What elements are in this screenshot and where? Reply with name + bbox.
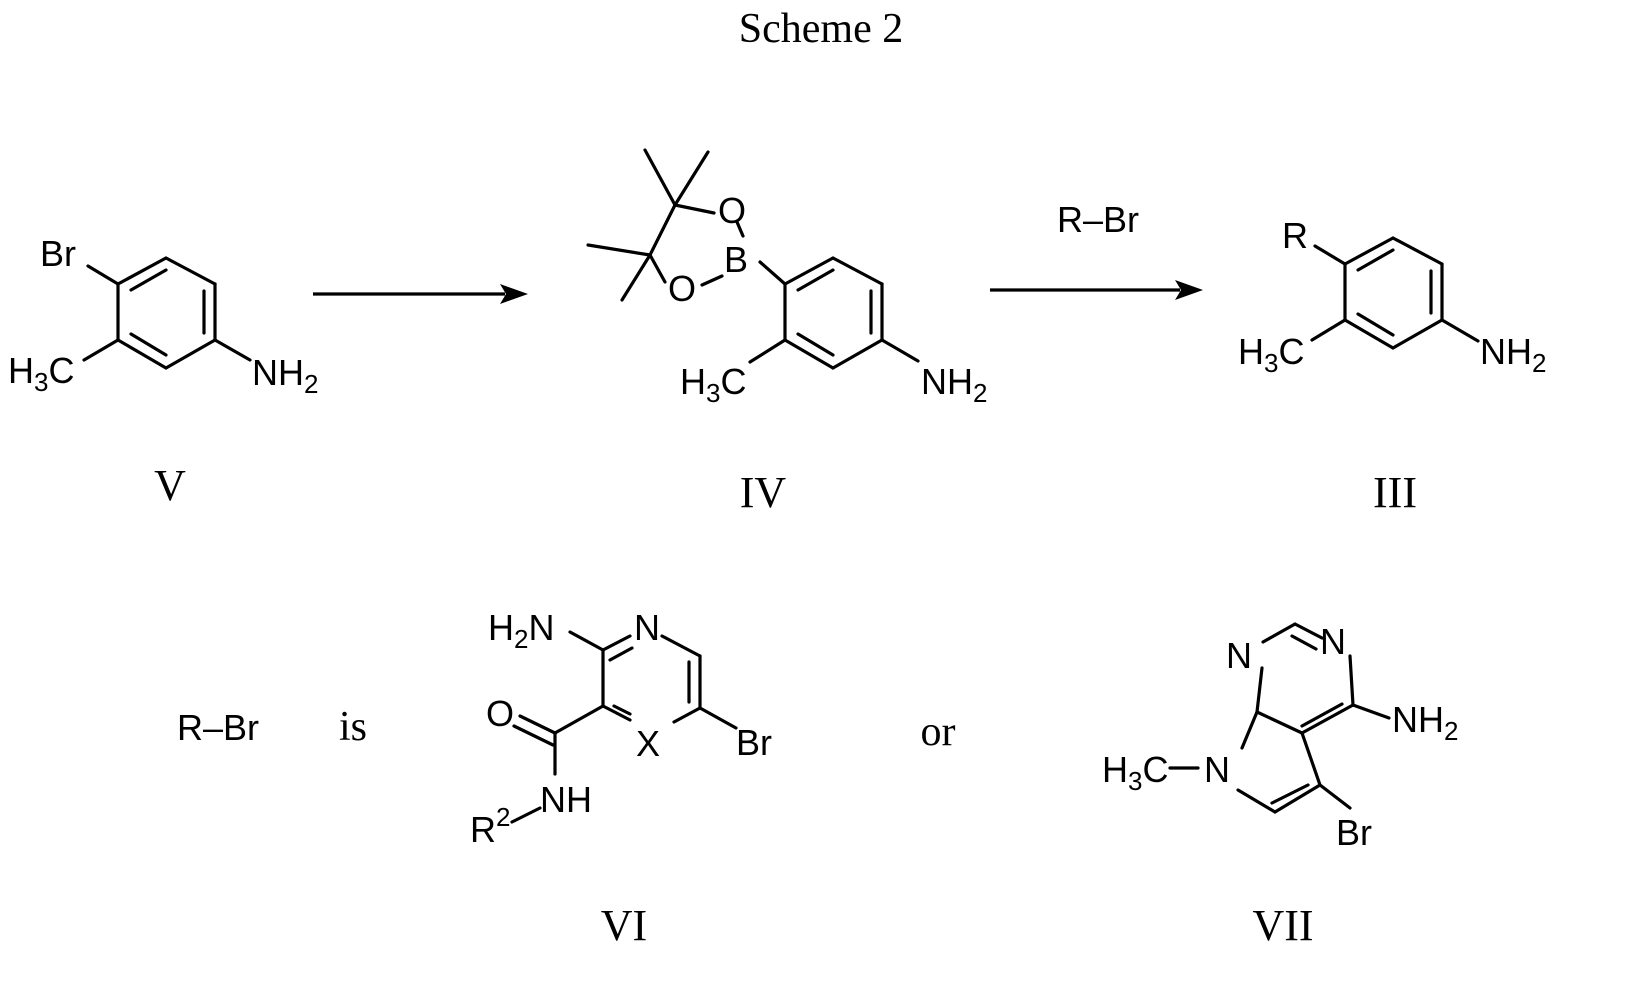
compound-vii: N N N NH2 Br H3C VII	[1102, 621, 1458, 950]
ring-nitrogen: N	[1320, 621, 1346, 662]
methyl-group: H3C	[1238, 331, 1304, 378]
compound-label-vii: VII	[1252, 901, 1313, 950]
definition-is: is	[339, 704, 367, 750]
boron-atom: B	[724, 239, 748, 280]
pyrrole-nitrogen: N	[1204, 749, 1230, 790]
amino-group: NH2	[921, 361, 987, 408]
reaction-arrow-1	[313, 284, 528, 304]
carbonyl-oxygen: O	[486, 693, 514, 734]
compound-iii: R H3C NH2 III	[1238, 215, 1546, 517]
compound-vi: N X H2N Br O NH R2 VI	[470, 607, 772, 950]
ring-nitrogen: N	[634, 607, 660, 648]
reaction-arrow-2: R–Br	[990, 199, 1203, 300]
pyrazine-ring	[603, 636, 700, 722]
compound-iv: O O B H3C NH2 IV	[588, 150, 987, 517]
definition-or: or	[921, 709, 956, 755]
compound-label-v: V	[154, 461, 186, 510]
compound-label-vi: VI	[601, 901, 647, 950]
methyl-group: H3C	[8, 350, 74, 397]
benzene-ring	[118, 258, 215, 368]
bromo-atom: Br	[736, 722, 772, 763]
compound-v: Br H3C NH2 V	[8, 233, 318, 510]
benzene-ring	[785, 258, 882, 368]
amino-group: NH2	[252, 352, 318, 399]
bromo-atom: Br	[40, 233, 76, 274]
reagent-label: R–Br	[1057, 199, 1139, 240]
amino-group: NH2	[1480, 331, 1546, 378]
methyl-group: H3C	[1102, 749, 1168, 796]
oxygen-atom: O	[668, 268, 696, 309]
amino-group: H2N	[488, 607, 554, 654]
scheme-title: Scheme 2	[739, 6, 903, 52]
ring-x-atom: X	[636, 723, 660, 764]
amide-nh: NH	[540, 779, 592, 820]
compound-label-iv: IV	[740, 468, 787, 517]
oxygen-atom: O	[718, 190, 746, 231]
ring-nitrogen: N	[1226, 635, 1252, 676]
r-group: R	[1282, 215, 1308, 256]
pinacol-boronate: O O B	[588, 150, 785, 309]
amino-group: NH2	[1392, 699, 1458, 746]
methyl-group: H3C	[680, 361, 746, 408]
bromo-atom: Br	[1336, 812, 1372, 853]
r2-group: R2	[470, 802, 510, 850]
pyrrole-ring	[1238, 712, 1320, 812]
definition-lhs: R–Br	[177, 707, 259, 748]
benzene-ring	[1345, 238, 1442, 348]
compound-label-iii: III	[1373, 468, 1417, 517]
